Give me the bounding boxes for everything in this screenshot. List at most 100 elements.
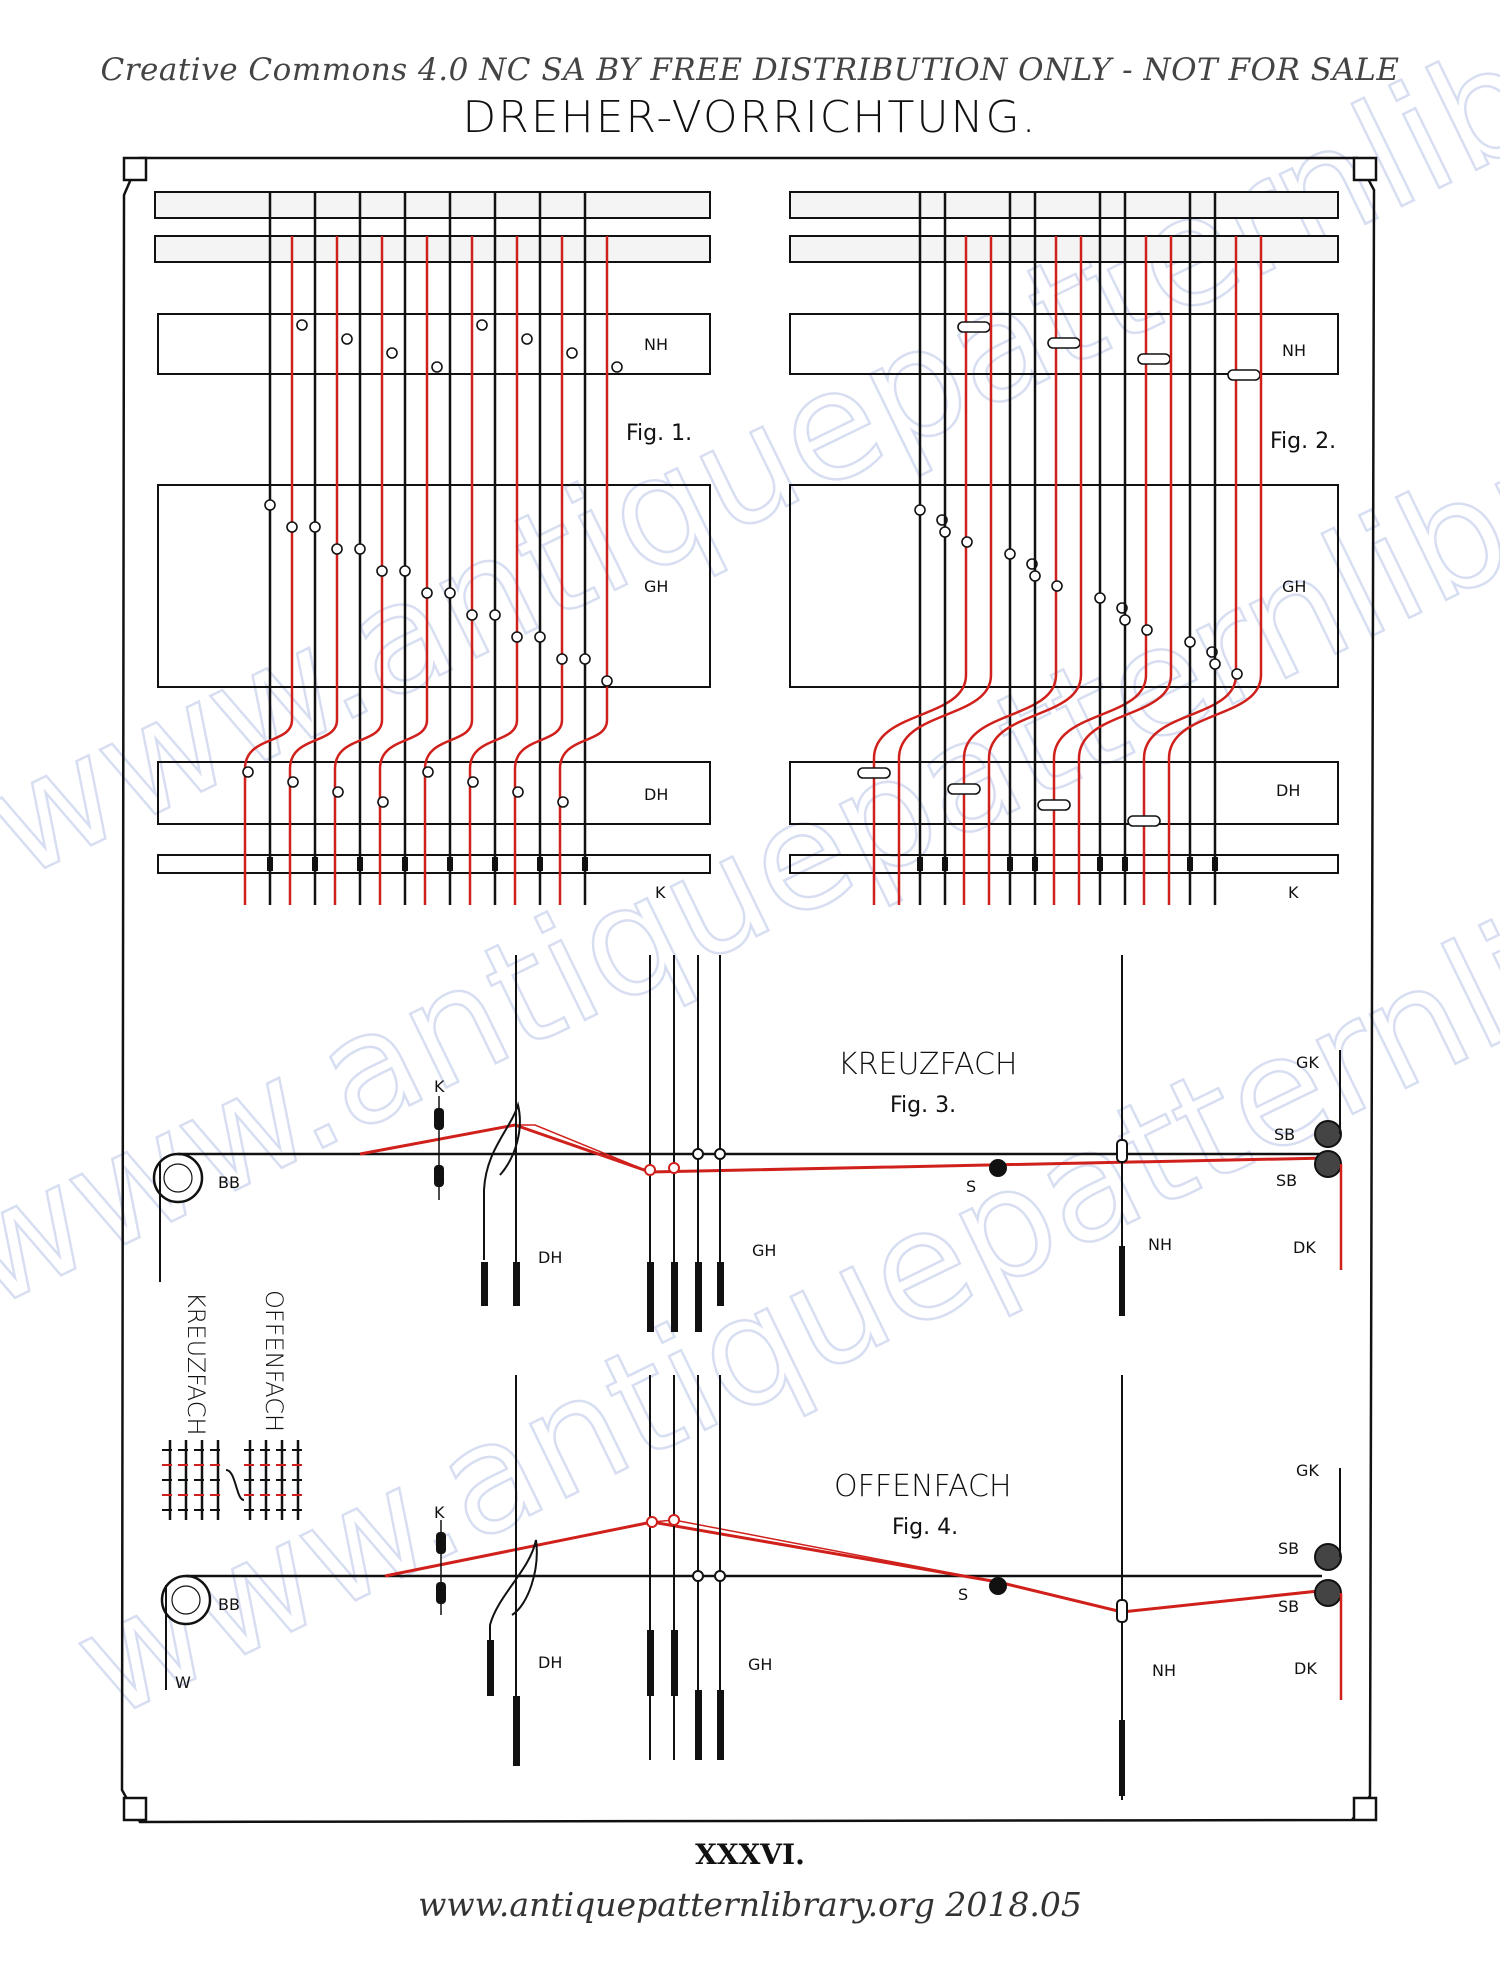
fig3-red-doup — [359, 1123, 1329, 1174]
fig1-gh-eye-black — [534, 631, 546, 643]
fig2-gh-eye-black — [1184, 636, 1196, 648]
fig3-dk-label: DK — [1293, 1238, 1316, 1257]
fig1-red-crossing — [558, 719, 609, 905]
fig4-dh-label: DH — [538, 1653, 562, 1672]
fig1-gh-eye-red — [376, 565, 388, 577]
fig1-nh-shaft — [157, 313, 711, 375]
fig4-s-label: S — [958, 1585, 968, 1604]
fig4-gh-eye-1 — [646, 1516, 658, 1528]
fig3-dh-weight-2 — [513, 1262, 520, 1306]
fig4-gh-label: GH — [748, 1655, 772, 1674]
fig3-gh-label: GH — [752, 1241, 776, 1260]
fig4-shed-rod — [989, 1577, 1007, 1595]
fig4-gk-label: GK — [1296, 1461, 1319, 1480]
fig2-red-crossing — [1142, 674, 1238, 905]
fig2-gh-eye-red — [1141, 624, 1153, 636]
fig1-gh-eye-black — [579, 653, 591, 665]
watermark-line-1: www.antiquepatternlibrary.org — [0, 0, 1500, 912]
fig1-nh-eye — [341, 333, 353, 345]
fig1-gh-eye-red — [466, 609, 478, 621]
fig2-gh-eye-black — [1094, 592, 1106, 604]
fig4-gh-weight-1 — [647, 1630, 654, 1696]
fig1-nh-eye — [521, 333, 533, 345]
fig1-red-crossing — [468, 719, 519, 905]
fig1-gh-eye-red — [556, 653, 568, 665]
fig2-nh-eye — [1047, 337, 1081, 349]
fig3-shed-rod — [989, 1159, 1007, 1177]
fig4-gh-weight-3 — [695, 1690, 702, 1760]
fig1-beam-1 — [154, 191, 711, 219]
fig1-dh-eye — [467, 776, 479, 788]
fig3-gh-eye-1 — [644, 1164, 656, 1176]
fig4-sb1-label: SB — [1278, 1539, 1299, 1558]
fig1-gh-eye-red — [601, 675, 613, 687]
fig2-k-mark — [1212, 857, 1218, 871]
fig3-gh-eye-2 — [668, 1162, 680, 1174]
fig2-k-mark — [917, 857, 923, 871]
fig1-k-mark — [537, 857, 543, 871]
fig3-sb1-label: SB — [1274, 1125, 1295, 1144]
fig1-gh-eye-black — [354, 543, 366, 555]
fig4-w-label: W — [175, 1673, 191, 1692]
fig2-red-crossing — [962, 674, 1058, 905]
fig1-gh-eye-red — [511, 631, 523, 643]
fig1-gh-eye-red — [331, 543, 343, 555]
fig2-dh-label: DH — [1276, 781, 1300, 800]
fig4-dh-weight-1 — [487, 1640, 494, 1696]
fig1-k-mark — [447, 857, 453, 871]
corner-square-br — [1352, 1796, 1378, 1822]
fig1-gh-eye-black — [264, 499, 276, 511]
fig4-sb2-label: SB — [1278, 1597, 1299, 1616]
fig2-k-mark — [1032, 857, 1038, 871]
fig1-dh-eye — [242, 766, 254, 778]
fig2-gh-eye-black — [1209, 658, 1221, 670]
fig1-dh-eye — [557, 796, 569, 808]
fig2-gh-eye-red — [1231, 668, 1243, 680]
fig1-nh-eye — [566, 347, 578, 359]
fig1-red-crossing — [378, 719, 429, 905]
fig2-nh-eye — [957, 321, 991, 333]
fig3-sb2-label: SB — [1276, 1171, 1297, 1190]
fig1-k-mark — [582, 857, 588, 871]
fig1-gh-eye-black — [489, 609, 501, 621]
fig4-warp-beam-core — [171, 1585, 201, 1615]
fig3-sb-upper — [1314, 1120, 1342, 1148]
plate-title: DREHER-VORRICHTUNG. — [462, 92, 1038, 143]
fig3-dh-needle — [483, 1101, 521, 1260]
fig2-k-mark — [942, 857, 948, 871]
fig1-beam-2 — [154, 235, 711, 263]
fig2-k-mark — [1122, 857, 1128, 871]
fig4-sb-upper — [1314, 1543, 1342, 1571]
corner-square-tl — [122, 156, 148, 182]
fig3-warp-beam — [152, 1152, 204, 1204]
fig1-k-mark — [357, 857, 363, 871]
fig2-dh-eye — [947, 783, 981, 795]
fig1-caption: Fig. 1. — [626, 421, 692, 446]
fig2-gh-eye-black — [1029, 570, 1041, 582]
fig2-nh-eye — [1227, 369, 1261, 381]
fig1-dh-eye — [377, 796, 389, 808]
fig3-gk-label: GK — [1296, 1053, 1319, 1072]
fig1-k-mark — [267, 857, 273, 871]
fig2-gh-eye-red — [961, 536, 973, 548]
fig4-gh-eye-2 — [668, 1514, 680, 1526]
fig3-gh-weight-1 — [647, 1262, 654, 1332]
fig1-red-crossing — [333, 719, 384, 905]
fig3-warp-beam-core — [163, 1163, 193, 1193]
fig4-gh-eye-4 — [714, 1570, 726, 1582]
corner-square-bl — [122, 1796, 148, 1822]
fig3-dh-weight-1 — [481, 1262, 488, 1306]
fig2-red-crossing — [1077, 674, 1173, 905]
inset-cross — [225, 1469, 245, 1501]
figure-2: NH GH DH K Fig. 2. — [789, 191, 1339, 905]
fig1-red-crossing — [513, 719, 564, 905]
fig1-dh-eye — [422, 766, 434, 778]
fig2-beam-2 — [789, 235, 1339, 263]
fig4-nh-label: NH — [1152, 1661, 1176, 1680]
fig2-k-mark — [1097, 857, 1103, 871]
fig3-gh-weight-2 — [671, 1262, 678, 1332]
weave-inset: KREUZFACH OFFENFACH — [162, 1290, 306, 1520]
license-banner: Creative Commons 4.0 NC SA BY FREE DISTR… — [100, 52, 1400, 88]
fig1-gh-eye-black — [309, 521, 321, 533]
